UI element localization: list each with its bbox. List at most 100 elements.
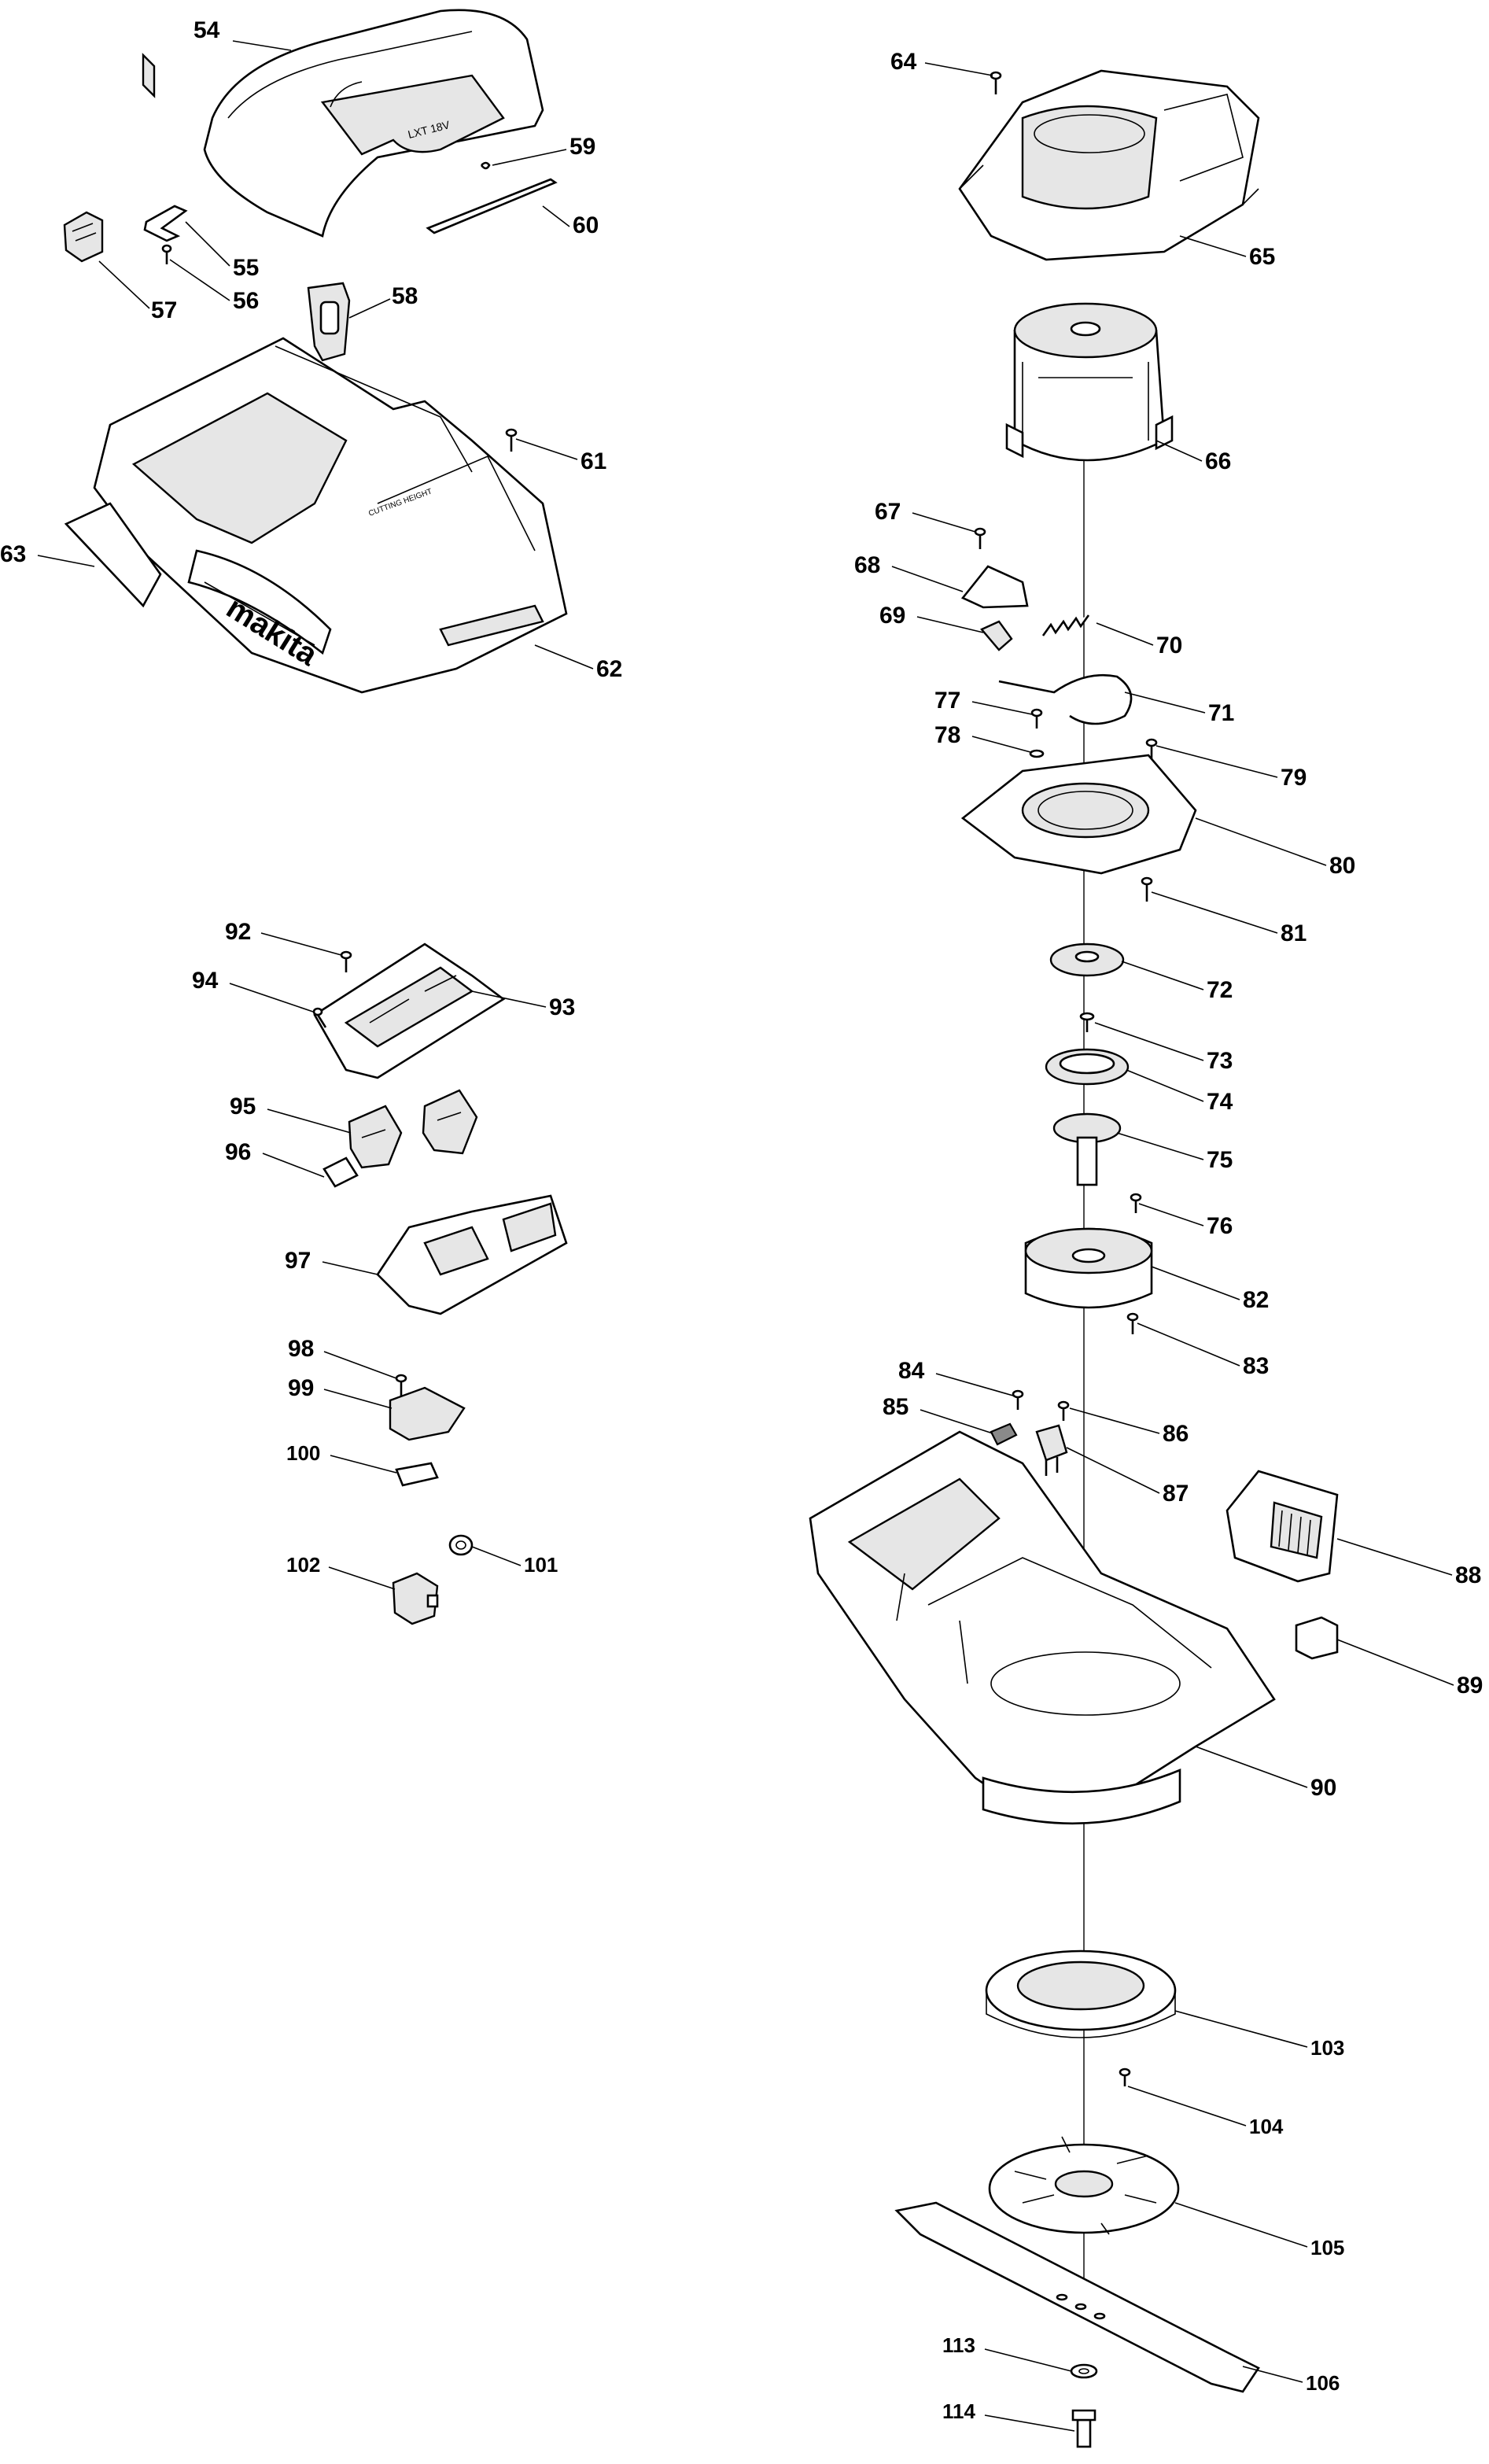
leader-line-78 [971, 736, 1031, 753]
callout-75: 75 [1207, 1147, 1233, 1173]
leader-line-90 [1195, 1746, 1308, 1788]
callout-64: 64 [890, 49, 917, 75]
leader-line-95 [267, 1108, 352, 1134]
part-102-switch [392, 1572, 439, 1625]
part-73-screw [1079, 1012, 1095, 1032]
callout-80: 80 [1329, 853, 1355, 879]
part-65-motor-housing [958, 69, 1260, 261]
leader-line-96 [262, 1153, 325, 1178]
leader-line-93 [471, 990, 547, 1008]
callout-72: 72 [1207, 977, 1233, 1003]
part-94-pin [312, 1007, 327, 1028]
callout-106: 106 [1306, 2371, 1340, 2395]
part-95-terminals [348, 1089, 478, 1169]
callout-105: 105 [1310, 2236, 1344, 2259]
leader-line-102 [328, 1566, 396, 1590]
callout-73: 73 [1207, 1048, 1233, 1074]
callout-76: 76 [1207, 1213, 1233, 1239]
leader-line-67 [912, 512, 976, 533]
callout-54: 54 [193, 17, 220, 43]
leader-line-113 [984, 2348, 1072, 2372]
leader-lines [37, 40, 1454, 2432]
callout-84: 84 [898, 1358, 925, 1384]
part-78-washer [1029, 749, 1045, 758]
part-56-screw [161, 244, 172, 264]
leader-line-69 [916, 616, 984, 633]
part-61-screw [505, 428, 518, 452]
leader-line-89 [1336, 1639, 1454, 1686]
leader-line-88 [1336, 1538, 1453, 1576]
callout-82: 82 [1243, 1287, 1269, 1313]
callout-58: 58 [392, 283, 418, 309]
part-82-bearing-housing [1024, 1227, 1153, 1309]
leader-line-104 [1127, 2086, 1247, 2126]
callout-101: 101 [524, 1553, 558, 1577]
leader-line-94 [229, 983, 314, 1013]
callout-114: 114 [942, 2399, 975, 2423]
callout-94: 94 [192, 968, 219, 994]
part-66-motor [1005, 302, 1174, 462]
callout-70: 70 [1156, 633, 1182, 658]
part-57-latch [63, 211, 104, 263]
part-76-screw [1130, 1193, 1142, 1213]
part-54-battery-cover: LXT 18V [142, 9, 544, 238]
part-85-clip [990, 1422, 1018, 1446]
callout-labels: 5455565758596061626364656667686970717273… [0, 17, 1483, 2423]
leader-line-101 [471, 1546, 522, 1566]
leader-line-58 [348, 298, 391, 319]
part-106-blade [894, 2201, 1260, 2393]
part-70-spring [1041, 614, 1090, 636]
part-101-bushing [448, 1534, 474, 1556]
callout-56: 56 [233, 288, 259, 314]
leader-line-71 [1124, 692, 1206, 714]
leader-line-54 [232, 40, 292, 51]
callout-99: 99 [288, 1375, 314, 1401]
callout-79: 79 [1281, 765, 1307, 791]
part-67-screw [974, 527, 986, 549]
callout-88: 88 [1455, 1562, 1481, 1588]
leader-line-84 [935, 1373, 1014, 1396]
part-84-screw [1012, 1389, 1024, 1410]
part-99-bracket [389, 1386, 466, 1441]
callout-68: 68 [854, 552, 880, 578]
leader-line-100 [330, 1455, 397, 1474]
leader-line-81 [1151, 891, 1278, 934]
leader-line-75 [1116, 1132, 1204, 1160]
callout-62: 62 [596, 656, 622, 682]
leader-line-92 [260, 932, 342, 956]
callout-81: 81 [1281, 920, 1307, 946]
part-86-screw [1057, 1400, 1070, 1421]
leader-line-105 [1174, 2202, 1308, 2248]
part-103-baffle-ring [985, 1949, 1177, 2038]
callout-103: 103 [1310, 2036, 1344, 2060]
callout-89: 89 [1457, 1673, 1483, 1699]
part-114-bolt [1071, 2409, 1096, 2448]
part-88-controller [1225, 1470, 1339, 1583]
part-93-battery-holder [313, 942, 506, 1079]
leader-line-86 [1069, 1407, 1160, 1434]
part-100-pad [395, 1462, 439, 1487]
leader-line-66 [1155, 440, 1203, 462]
part-87-sensor [1035, 1424, 1068, 1476]
callout-100: 100 [286, 1441, 320, 1465]
leader-line-97 [322, 1261, 378, 1275]
leader-line-59 [492, 149, 567, 166]
leader-line-103 [1174, 2010, 1308, 2048]
callout-77: 77 [934, 688, 960, 714]
leader-line-68 [891, 566, 964, 592]
callout-71: 71 [1208, 700, 1234, 726]
callout-102: 102 [286, 1553, 320, 1577]
part-62-main-housing: makita CUTTING HEIGHT [93, 337, 568, 694]
part-75-shaft-hub [1052, 1112, 1122, 1186]
leader-line-77 [971, 701, 1033, 715]
leader-line-55 [185, 221, 230, 267]
leader-line-73 [1094, 1022, 1204, 1061]
leader-line-80 [1195, 817, 1327, 866]
leader-line-72 [1121, 961, 1204, 990]
callout-104: 104 [1249, 2115, 1284, 2138]
leader-line-76 [1138, 1203, 1204, 1226]
part-63-label [64, 502, 162, 608]
callout-60: 60 [573, 212, 599, 238]
callout-66: 66 [1205, 448, 1231, 474]
